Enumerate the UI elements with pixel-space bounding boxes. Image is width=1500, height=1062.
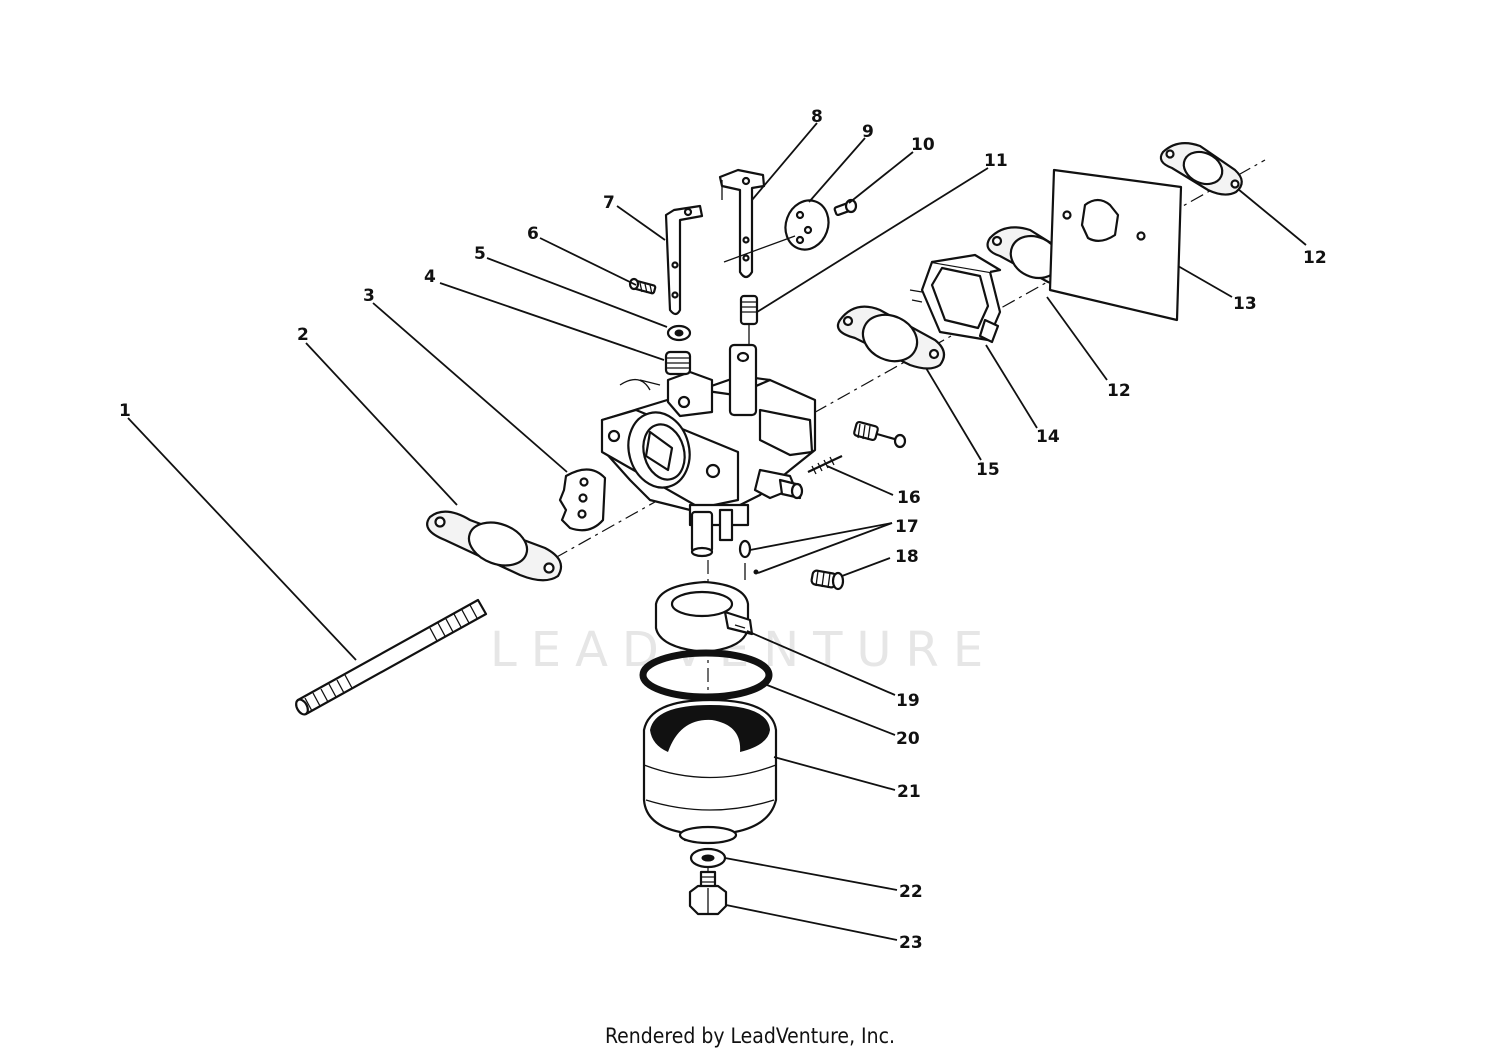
- part-valve-screw: [833, 198, 858, 217]
- callout-18: 18: [895, 547, 919, 567]
- part-spring: [664, 350, 692, 376]
- callout-20: 20: [896, 729, 920, 749]
- callout-14: 14: [1036, 427, 1060, 447]
- callout-1: 1: [119, 401, 131, 421]
- callout-21: 21: [897, 782, 921, 802]
- callout-6: 6: [527, 224, 539, 244]
- part-inlet-needle: [738, 539, 759, 580]
- callout-13: 13: [1233, 294, 1257, 314]
- part-throttle-plate: [558, 468, 607, 532]
- callout-8: 8: [811, 107, 823, 127]
- leader-lines: [127, 122, 1307, 941]
- part-idle-jet: [739, 294, 759, 345]
- callout-22: 22: [899, 882, 923, 902]
- callout-5: 5: [474, 244, 486, 264]
- callout-17: 17: [895, 517, 919, 537]
- part-bowl-washer: [689, 847, 727, 869]
- part-screw-small: [628, 277, 657, 295]
- callout-7: 7: [603, 193, 615, 213]
- callout-2: 2: [297, 325, 309, 345]
- part-bowl-nut: [688, 870, 728, 916]
- part-drain-screw: [810, 569, 845, 591]
- callout-10: 10: [911, 135, 935, 155]
- part-gasket-15: [836, 305, 946, 370]
- callout-9: 9: [862, 122, 874, 142]
- callout-3: 3: [363, 286, 375, 306]
- part-stud: [295, 598, 488, 716]
- callout-15: 15: [976, 460, 1000, 480]
- part-float-bowl: [642, 698, 778, 845]
- part-heat-shield: [1048, 168, 1183, 322]
- callout-12-middle: 12: [1107, 381, 1131, 401]
- callout-16: 16: [897, 488, 921, 508]
- callout-4: 4: [424, 267, 436, 287]
- callout-labels: 1 2 3 4 5 6 7 8 9 10 11 12 12 13 14 15 1…: [119, 107, 1327, 953]
- part-washer-small: [666, 324, 692, 342]
- part-carburetor-body: [600, 343, 817, 558]
- part-throttle-valve: [723, 199, 830, 263]
- footer-credit: Rendered by LeadVenture, Inc.: [605, 1024, 895, 1048]
- callout-23: 23: [899, 933, 923, 953]
- part-float: [654, 580, 754, 654]
- part-bowl-gasket: [639, 649, 773, 701]
- callout-12-right: 12: [1303, 248, 1327, 268]
- part-idle-screw: [853, 420, 907, 449]
- callout-11: 11: [984, 151, 1008, 171]
- part-gasket-12b: [1159, 141, 1243, 196]
- part-choke-shaft: [664, 204, 704, 316]
- callout-19: 19: [896, 691, 920, 711]
- part-gasket-left: [426, 510, 563, 582]
- part-spacer: [909, 253, 1002, 344]
- part-float-pin: [807, 455, 843, 475]
